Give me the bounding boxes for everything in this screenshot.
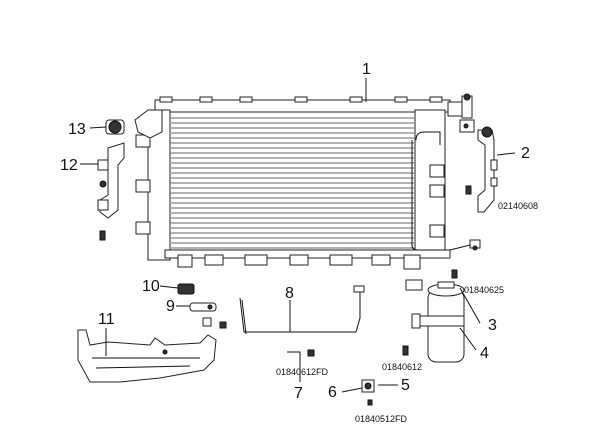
callout-3: 3 — [488, 317, 497, 334]
bushing — [177, 283, 195, 295]
ac-tube — [239, 285, 365, 335]
callout-12: 12 — [60, 157, 78, 174]
right-bracket — [477, 126, 498, 213]
code-01840612: 01840612 — [382, 362, 422, 372]
callout-2: 2 — [521, 145, 530, 162]
condenser-pipe-top — [415, 131, 441, 145]
condenser-assembly — [134, 93, 481, 270]
callout-9: 9 — [166, 298, 175, 315]
callout-10: 10 — [142, 278, 160, 295]
pipe-clamp — [189, 302, 227, 329]
lower-shroud — [77, 329, 217, 383]
clip-right-top — [459, 119, 475, 133]
code-01840612FD: 01840612FD — [276, 367, 329, 377]
drier-top-bracket — [405, 279, 423, 291]
callout-6: 6 — [328, 384, 337, 401]
small-bracket — [287, 349, 315, 372]
condenser-right-brackets — [429, 164, 445, 238]
bolt-drier-bottom — [402, 345, 409, 356]
callout-8: 8 — [285, 285, 294, 302]
condenser-outlet-fitting — [447, 93, 473, 119]
callout-13: 13 — [68, 121, 86, 138]
pressure-sensor — [469, 239, 481, 251]
condenser-left-brackets — [135, 134, 151, 235]
sensor-clip — [361, 379, 375, 406]
leader-lines — [80, 78, 516, 393]
condenser-top-left-clip — [134, 109, 163, 139]
condenser-fins — [171, 117, 414, 249]
code-01840625: 01840625 — [464, 285, 504, 295]
rubber-mount — [105, 119, 125, 135]
callout-4: 4 — [480, 345, 489, 362]
code-02140608: 02140608 — [498, 201, 538, 211]
condenser-bottom-feet — [177, 254, 421, 270]
drier-clamp-band — [411, 313, 465, 329]
callout-5: 5 — [401, 377, 410, 394]
code-01840512FD: 01840512FD — [355, 414, 408, 424]
callout-11: 11 — [98, 311, 115, 328]
left-bracket — [97, 142, 125, 219]
callout-1: 1 — [362, 61, 371, 78]
callout-7: 7 — [294, 385, 303, 402]
bolt-right — [465, 185, 472, 195]
condenser-pipe — [411, 140, 471, 251]
bolt-left — [99, 230, 106, 241]
bolt-drier-top — [451, 269, 458, 279]
condenser-top-bumps — [159, 96, 443, 103]
